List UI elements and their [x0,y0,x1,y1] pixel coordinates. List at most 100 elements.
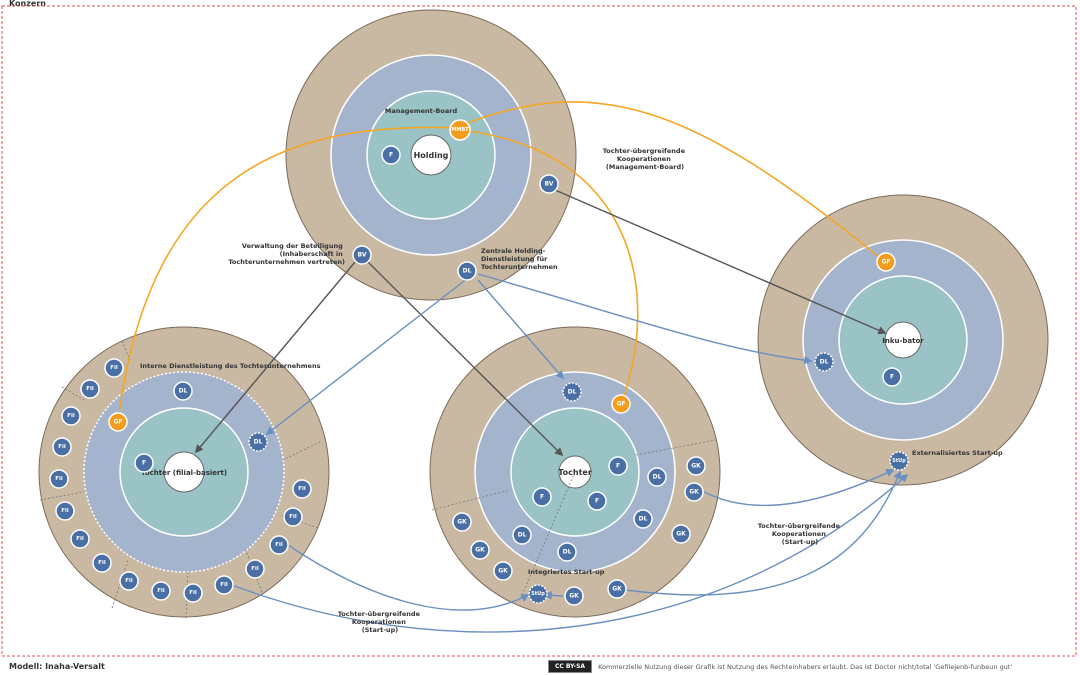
node-fil-1: Fil [104,358,124,378]
svg-text:Fil: Fil [289,514,297,520]
svg-text:DL: DL [254,439,263,446]
node-mid-gk-4: GK [452,512,472,532]
svg-text:DL: DL [568,389,577,396]
gray-arrows [194,189,887,457]
node-holding-bv-left: BV [352,245,372,265]
svg-text:Fil: Fil [55,476,63,482]
node-left-gf: GF [108,412,128,432]
svg-text:Fil: Fil [220,582,228,588]
svg-text:GK: GK [457,519,467,526]
node-mid-gk-6: GK [493,561,513,581]
svg-text:BV: BV [545,181,554,188]
verwaltung-label: Verwaltung der Beteiligung (Inhaberschaf… [228,242,345,266]
svg-text:Fil: Fil [86,386,94,392]
tochter-left-center-label: Tochter (filial-basiert) [141,469,227,477]
footer-license: CC BY-SA Kommerzielle Nutzung dieser Gra… [548,660,1012,673]
node-fil-13: Fil [245,559,265,579]
node-mid-gk-5: GK [470,540,490,560]
konzern-frame [1,5,1077,657]
svg-text:Fil: Fil [251,566,259,572]
svg-text:Fil: Fil [298,486,306,492]
svg-text:DL: DL [518,532,527,539]
node-fil-15: Fil [283,507,303,527]
node-mid-gk-2: GK [684,482,704,502]
blue-arrows [231,273,909,633]
external-startup-label: Externalisiertes Start-up [912,449,1003,457]
node-inkubator-gf: GF [876,252,896,272]
node-mid-f-1: F [608,456,628,476]
node-fil-4: Fil [52,437,72,457]
orange-connections [117,101,886,423]
svg-text:Fil: Fil [157,588,165,594]
svg-text:F: F [389,152,393,159]
node-inkubator-stup: StUp [889,451,909,471]
node-mid-gf: GF [611,394,631,414]
node-mid-gk-1: GK [686,456,706,476]
svg-text:GK: GK [676,531,686,538]
node-fil-2: Fil [80,379,100,399]
svg-text:GK: GK [569,593,579,600]
svg-text:Fil: Fil [61,508,69,514]
svg-text:F: F [142,460,146,467]
svg-text:Fil: Fil [189,590,197,596]
koop-board-label: Tochter-übergreifende Kooperationen (Man… [603,147,688,171]
svg-text:GF: GF [113,419,122,426]
internal-service-label: Interne Dienstleistung des Tochteruntern… [140,362,321,370]
node-fil-10: Fil [151,581,171,601]
svg-text:GF: GF [616,401,625,408]
koop-startup-mid-label: Tochter-übergreifende Kooperationen (Sta… [758,522,843,546]
node-mid-f-3: F [587,491,607,511]
node-left-f: F [134,453,154,473]
svg-text:GK: GK [691,463,701,470]
node-mid-dl-2: DL [633,509,653,529]
svg-text:Fil: Fil [125,578,133,584]
svg-text:Fil: Fil [110,365,118,371]
node-mid-stup: StUp [528,584,548,604]
koop-startup-bottom-label: Tochter-übergreifende Kooperationen (Sta… [338,610,423,634]
node-mid-dl-3: DL [512,525,532,545]
svg-text:StUp: StUp [531,591,545,597]
node-holding-bv-right: BV [539,174,559,194]
node-fil-9: Fil [119,571,139,591]
inkubator-circle [757,194,1049,486]
svg-text:BV: BV [358,252,367,259]
svg-text:GK: GK [498,568,508,575]
zentrale-label: Zentrale Holding- Dienstleistung für Toc… [481,247,558,271]
node-fil-7: Fil [70,529,90,549]
svg-text:DL: DL [179,388,188,395]
svg-text:DL: DL [653,474,662,481]
node-inkubator-f: F [882,367,902,387]
node-holding-dl: DL [457,261,477,281]
svg-text:GK: GK [689,489,699,496]
svg-text:F: F [595,498,599,505]
svg-text:Fil: Fil [98,560,106,566]
svg-text:GK: GK [612,586,622,593]
svg-text:DL: DL [463,268,472,275]
svg-text:F: F [616,463,620,470]
node-holding-f: F [381,145,401,165]
node-fil-5: Fil [49,469,69,489]
svg-text:GF: GF [881,259,890,266]
svg-text:DL: DL [563,549,572,556]
node-fil-6: Fil [55,501,75,521]
svg-text:F: F [890,374,894,381]
node-fil-12: Fil [214,575,234,595]
node-inkubator-dl: DL [814,352,834,372]
tochter-mid-center-label: Tochter [558,468,592,477]
node-fil-16: Fil [292,479,312,499]
footer-title: Modell: Inaha-Versalt [9,662,105,671]
board-label: Management-Board [385,107,458,115]
node-mid-dl-dashed: DL [562,382,582,402]
node-mid-gk-8: GK [607,579,627,599]
node-fil-11: Fil [183,583,203,603]
cc-badge[interactable]: CC BY-SA [548,660,593,673]
tochter-left-circle [38,326,330,619]
svg-text:Fil: Fil [275,542,283,548]
svg-text:Fil: Fil [76,536,84,542]
node-mid-gk-3: GK [671,524,691,544]
svg-text:MMBT: MMBT [451,127,469,133]
svg-text:Fil: Fil [67,413,75,419]
node-holding-mmbt: MMBT [449,119,471,141]
holding-center-label: Holding [414,151,449,160]
